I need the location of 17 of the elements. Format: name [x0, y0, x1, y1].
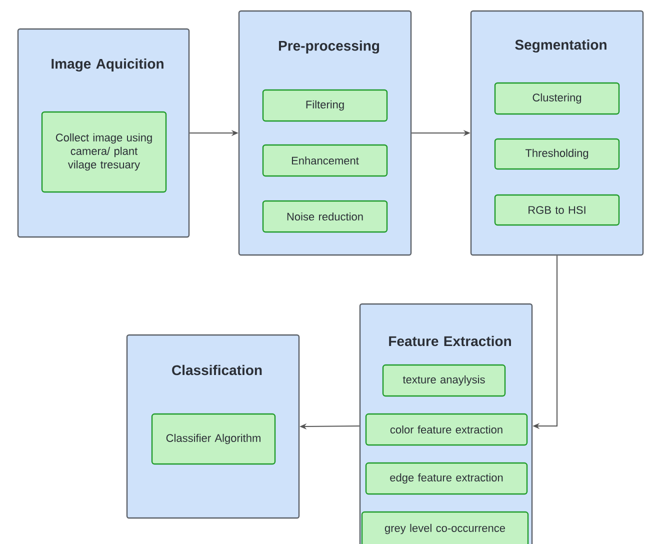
step-box: grey level co-occurrence — [361, 511, 529, 544]
panel-title: Segmentation — [515, 39, 606, 53]
step-box: Enhancement — [262, 144, 388, 177]
step-box: Filtering — [262, 89, 388, 122]
step-box: Classifier Algorithm — [151, 413, 276, 465]
step-box: Clustering — [494, 82, 620, 115]
panel-title: Classification — [172, 364, 262, 376]
step-box: Collect image using camera/ plant vilage tresuary — [41, 111, 167, 193]
panel-title: Pre-processing — [278, 40, 380, 54]
panel-title: Image Aquicition — [52, 58, 164, 72]
step-box: color feature extraction — [365, 413, 528, 446]
step-box: edge feature extraction — [365, 462, 528, 495]
step-box: RGB to HSI — [494, 194, 620, 226]
step-box: Noise reduction — [262, 200, 388, 233]
step-box: texture anaylysis — [382, 364, 506, 397]
step-box: Thresholding — [494, 138, 620, 170]
panel-title: Feature Extraction — [389, 336, 511, 346]
